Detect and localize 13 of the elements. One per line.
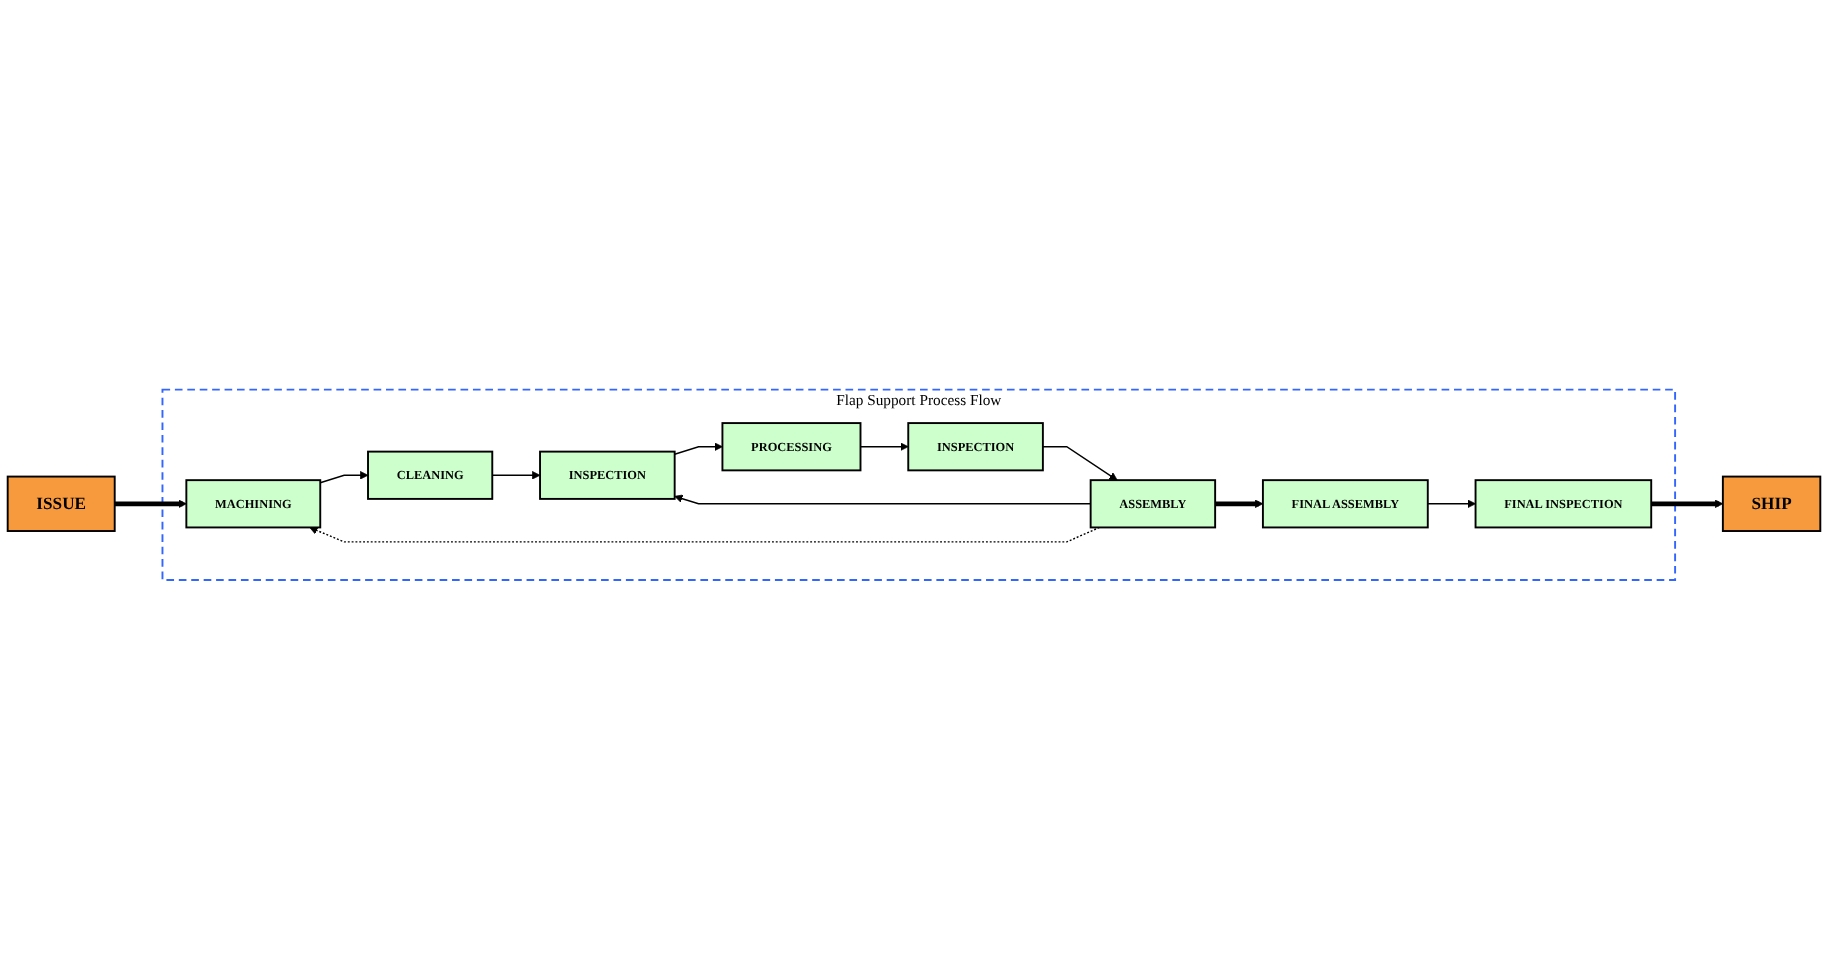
arrow (491, 470, 541, 479)
arrow (1042, 445, 1118, 480)
arrow (1215, 498, 1264, 508)
arrow (319, 470, 369, 483)
arrow (114, 498, 187, 508)
arrow (1427, 498, 1476, 508)
node-box: SHIP (1721, 474, 1822, 532)
arrow (673, 441, 723, 455)
arrow (674, 493, 1092, 504)
arrow (859, 441, 909, 451)
node-box: ISSUE (6, 474, 116, 532)
arrow (1651, 498, 1724, 508)
arrow (309, 525, 1101, 542)
